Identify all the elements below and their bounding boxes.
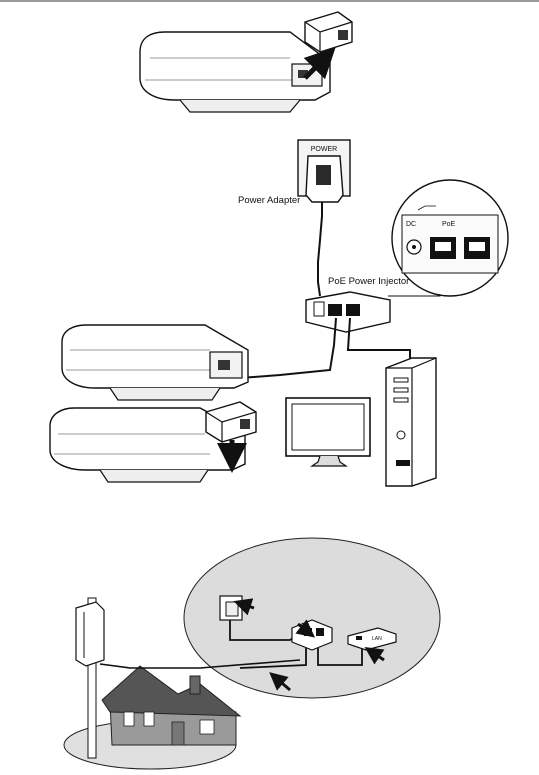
switch-label: LAN [372, 636, 382, 642]
power-adapter-unit [306, 156, 343, 202]
poe-port-label: PoE [442, 221, 456, 228]
cpe-cover-closing [206, 402, 256, 442]
pc-tower [386, 358, 436, 486]
monitor [286, 398, 370, 466]
port-zoom: DC PoE [392, 180, 508, 296]
zoom-outlet [220, 596, 242, 620]
mounted-cpe [76, 602, 104, 666]
zoom-leader [388, 294, 440, 296]
dc-port-label: DC [406, 221, 416, 228]
poe-injector [306, 292, 390, 332]
step1-cpe-device [140, 32, 330, 112]
step1-cover [305, 12, 352, 52]
adapter-cable [318, 202, 322, 296]
power-adapter-label: Power Adapter [238, 195, 300, 206]
house [102, 666, 240, 745]
zoom-port-2 [464, 237, 490, 259]
poe-injector-label: PoE Power Injector [328, 276, 409, 287]
cpe-device-connected [62, 325, 248, 400]
zoom-port-1 [430, 237, 456, 259]
outlet-text: POWER [311, 146, 337, 153]
